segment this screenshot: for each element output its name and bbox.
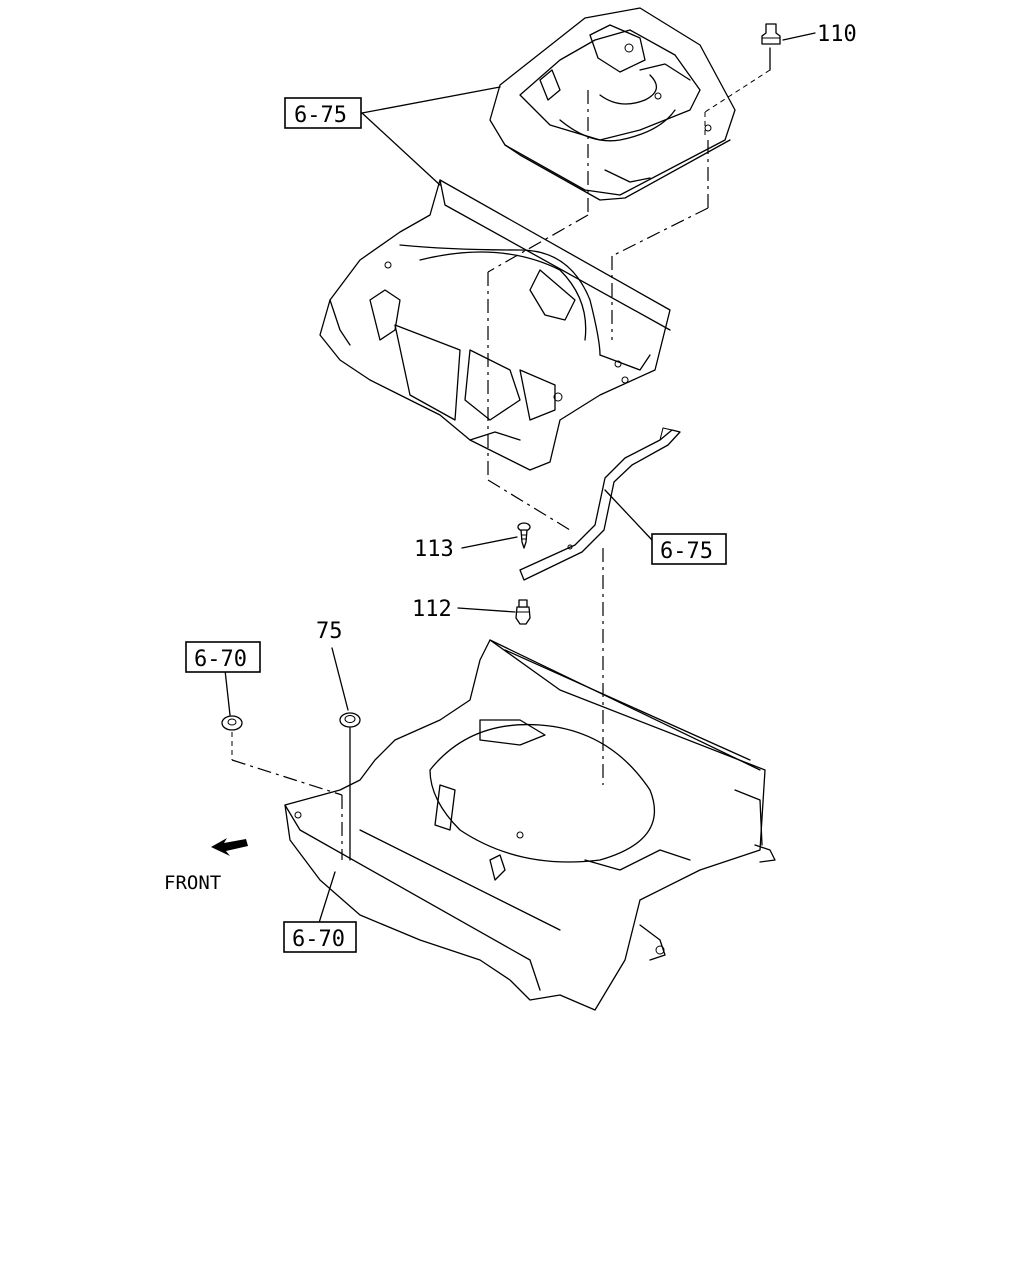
- grommet-6-70-icon: [221, 715, 243, 731]
- callout-label: 6-70: [292, 927, 345, 952]
- callout-6-75-mid: 6-75: [651, 533, 727, 565]
- front-arrow-icon: [211, 838, 248, 856]
- callout-6-75-top: 6-75: [284, 97, 362, 129]
- callout-label: 6-70: [194, 647, 247, 672]
- part-number-75: 75: [316, 619, 343, 644]
- part-number-110: 110: [817, 22, 857, 47]
- floor-bracket: [519, 427, 681, 581]
- grommet-75-icon: [339, 712, 361, 728]
- upper-floor-insulator: [489, 7, 736, 201]
- front-label: FRONT: [164, 872, 221, 894]
- callout-label: 6-75: [660, 539, 713, 564]
- part-number-112: 112: [412, 597, 452, 622]
- callout-6-70-bottom: 6-70: [283, 921, 357, 953]
- clip-110-icon: [761, 23, 781, 45]
- callout-6-70-left: 6-70: [185, 641, 261, 673]
- callout-label: 6-75: [294, 103, 347, 128]
- rear-floor-panel: [319, 179, 671, 471]
- screw-113-icon: [517, 522, 531, 549]
- clip-112-icon: [515, 599, 531, 625]
- front-floor-panel: [284, 639, 776, 1011]
- part-number-113: 113: [414, 537, 454, 562]
- leader-lines: [224, 32, 816, 927]
